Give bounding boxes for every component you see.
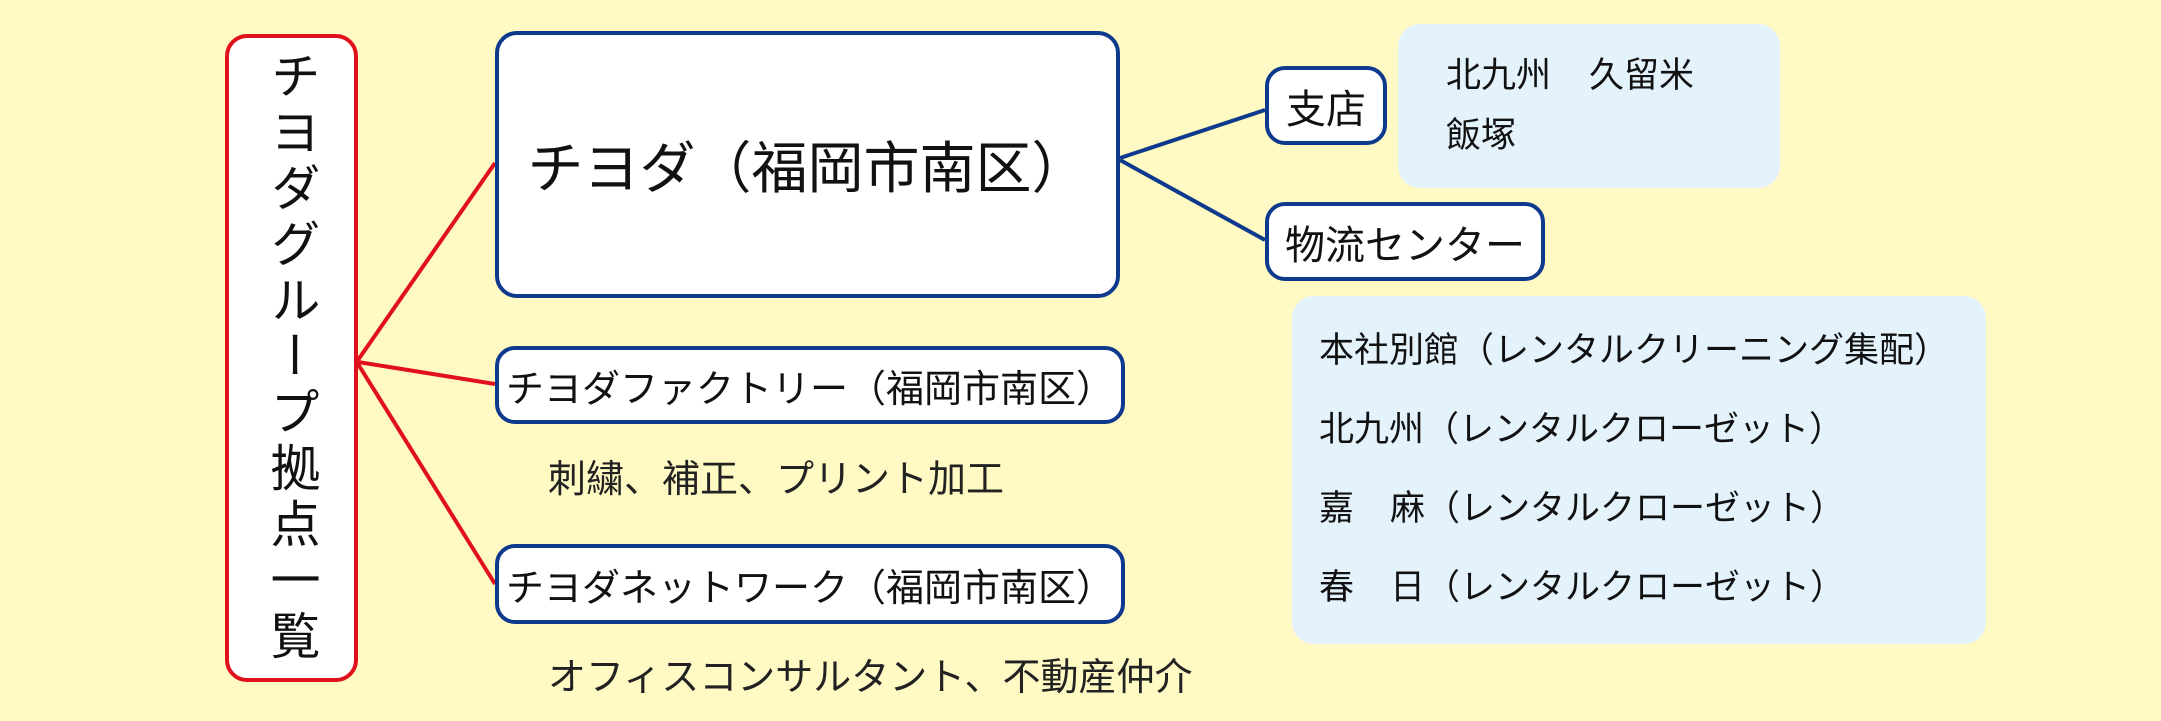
connector-group-to-factory	[357, 360, 496, 386]
logistics-site-detail: （レンタルクローゼット）	[1424, 410, 1845, 450]
logistics-site-name-spaced: 春日	[1319, 568, 1425, 608]
logistics-site-name-char: 嘉	[1319, 489, 1355, 529]
logistics-site-row: 春日（レンタルクローゼット）	[1319, 559, 1986, 638]
logistics-center-box: 物流センター	[1265, 202, 1545, 281]
network-description: オフィスコンサルタント、不動産仲介	[548, 655, 1193, 699]
logistics-site-name: 北九州	[1319, 410, 1425, 450]
branch-location-iizuka: 飯塚	[1446, 116, 1517, 156]
logistics-site-row: 嘉麻（レンタルクローゼット）	[1319, 480, 1986, 559]
logistics-site-name-char: 日	[1390, 568, 1426, 608]
logistics-site-name: 本社別館	[1319, 331, 1460, 371]
branch-locations-box: 北九州久留米 飯塚	[1398, 24, 1780, 188]
logistics-sites-box: 本社別館（レンタルクリーニング集配） 北九州（レンタルクローゼット） 嘉麻（レン…	[1292, 296, 1986, 644]
branch-locations-row-1: 北九州久留米	[1446, 46, 1780, 106]
group-title-box: チヨダグループ拠点一覧	[225, 34, 358, 682]
logistics-site-row: 北九州（レンタルクローゼット）	[1319, 401, 1986, 480]
factory-box: チヨダファクトリー（福岡市南区）	[495, 346, 1125, 424]
main-company-label: チヨダ（福岡市南区）	[527, 137, 1088, 202]
branch-locations-row-2: 飯塚	[1446, 106, 1780, 166]
logistics-site-name-spaced: 嘉麻	[1319, 489, 1425, 529]
logistics-site-name-char: 春	[1319, 568, 1355, 608]
logistics-site-row: 本社別館（レンタルクリーニング集配）	[1319, 322, 1986, 401]
connector-group-to-network	[356, 362, 497, 586]
branch-location-kurume: 久留米	[1589, 56, 1695, 96]
connector-main-to-logistics	[1119, 158, 1266, 242]
group-title: チヨダグループ拠点一覧	[262, 50, 321, 666]
logistics-site-detail: （レンタルクローゼット）	[1425, 489, 1846, 529]
branch-label: 支店	[1286, 86, 1366, 133]
factory-label: チヨダファクトリー（福岡市南区）	[505, 366, 1114, 411]
logistics-site-name-char: 麻	[1390, 489, 1426, 529]
logistics-center-label: 物流センター	[1285, 222, 1525, 269]
network-box: チヨダネットワーク（福岡市南区）	[495, 544, 1125, 624]
branch-box: 支店	[1265, 66, 1387, 145]
branch-location-kitakyushu: 北九州	[1446, 56, 1552, 96]
network-label: チヨダネットワーク（福岡市南区）	[505, 565, 1114, 610]
connector-main-to-branch	[1119, 108, 1266, 160]
logistics-site-detail: （レンタルクリーニング集配）	[1459, 331, 1950, 371]
logistics-site-detail: （レンタルクローゼット）	[1425, 568, 1846, 608]
main-company-box: チヨダ（福岡市南区）	[495, 31, 1120, 298]
factory-description: 刺繍、補正、プリント加工	[548, 457, 1005, 501]
connector-group-to-main	[356, 161, 497, 362]
